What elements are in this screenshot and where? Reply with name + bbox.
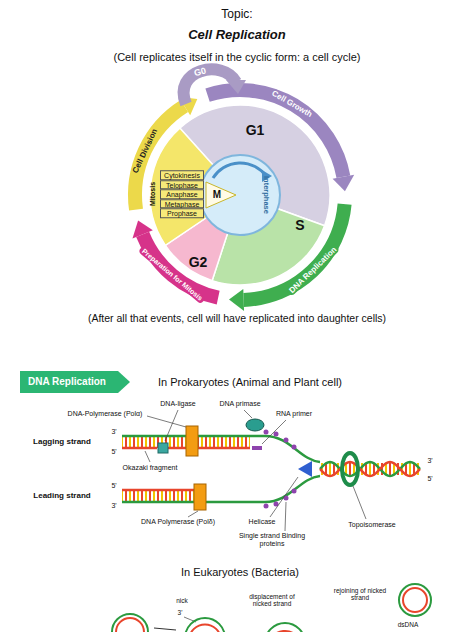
phase-label: G1 <box>246 122 265 138</box>
part-label: DNA-ligase <box>160 400 195 408</box>
template-strand <box>122 436 320 462</box>
displaced-strand <box>269 631 312 632</box>
arrow-box: DNA Replication <box>20 371 130 393</box>
section-heading: In Prokaryotes (Animal and Plant cell) <box>158 376 342 389</box>
box-text: DNA Replication <box>20 371 106 393</box>
phase-label: S <box>295 217 304 233</box>
topoisomerase <box>342 453 358 485</box>
part-label: displacement of nicked strand <box>242 593 302 608</box>
end-label: 5' <box>111 448 116 456</box>
part-label: dsDNA <box>398 621 419 628</box>
helicase <box>298 461 312 477</box>
g0-arrowhead <box>226 80 246 94</box>
part-label: RNA primer <box>276 410 312 418</box>
mitosis-stage: Prophase <box>160 208 204 218</box>
phase-label: G2 <box>189 254 208 270</box>
base-pairs <box>122 491 194 502</box>
part-label: Single strand Binding proteins <box>236 532 308 548</box>
strand-label: Leading strand <box>33 491 90 500</box>
primase <box>246 419 264 431</box>
ssb-proteins <box>264 430 297 509</box>
part-label: DNA-Polymerase (Polα) <box>68 410 143 418</box>
end-label: 3' <box>111 428 116 436</box>
swirl-arrow <box>213 163 266 178</box>
subtitle: (Cell replicates itself in the cyclic fo… <box>114 51 361 64</box>
end-label: 3' <box>427 457 432 465</box>
interphase-circle <box>200 155 280 235</box>
part-label: Okazaki fragment <box>123 464 178 472</box>
leading-new-strand <box>122 489 194 492</box>
part-label: DNA Polymerase (Polδ) <box>141 518 215 526</box>
dsdna-circle <box>403 588 427 612</box>
base-pairs <box>320 463 420 475</box>
mitosis-stage: Telophase <box>160 180 204 190</box>
step-arrows <box>154 628 252 632</box>
end-label: 5' <box>427 475 432 483</box>
end-label: 3' <box>111 502 116 510</box>
part-label: DNA primase <box>219 400 260 408</box>
part-label: Topoisomerase <box>348 521 395 529</box>
polymerase-alpha <box>186 426 198 456</box>
cycle-arrowhead <box>132 220 152 238</box>
helix-strand <box>320 462 420 476</box>
polymerase-delta <box>194 484 206 510</box>
ligase <box>158 443 168 453</box>
part-label: rejoining of nicked strand <box>332 587 388 602</box>
end-label: 5' <box>111 482 116 490</box>
caption-note: (After all that events, cell will have r… <box>88 312 386 324</box>
circular-dna <box>112 614 148 632</box>
dsdna-circle <box>399 584 431 616</box>
part-label: nick <box>176 597 188 604</box>
helix-strand <box>320 462 420 476</box>
title: Cell Replication <box>188 28 286 43</box>
circular-dna <box>116 618 144 632</box>
circular-dna <box>185 618 225 632</box>
m-wedge <box>206 182 236 208</box>
interphase-label: Interphase <box>262 176 271 214</box>
end-label: 3' <box>178 609 183 616</box>
mitosis-stage: Anaphase <box>160 189 204 199</box>
strand-label: Lagging strand <box>33 437 91 446</box>
template-strand <box>122 476 320 502</box>
nicked-strand <box>189 624 221 632</box>
cycle-arrowhead <box>333 175 355 191</box>
leader-lines <box>145 410 366 622</box>
topic-label: Topic: <box>221 8 252 22</box>
mitosis-label: Mitosis <box>149 182 157 206</box>
arrow-fill <box>20 371 130 393</box>
cycle-arrow <box>143 234 219 297</box>
mitosis-stage: Cytokinesis <box>160 170 204 180</box>
cycle-arrowhead <box>229 289 244 311</box>
rna-primer <box>252 446 262 450</box>
part-label: Helicase <box>249 518 276 526</box>
section-heading: In Eukaryotes (Bacteria) <box>181 566 299 579</box>
phase-label: M <box>213 189 221 201</box>
mitosis-stage: Metaphase <box>160 199 204 209</box>
